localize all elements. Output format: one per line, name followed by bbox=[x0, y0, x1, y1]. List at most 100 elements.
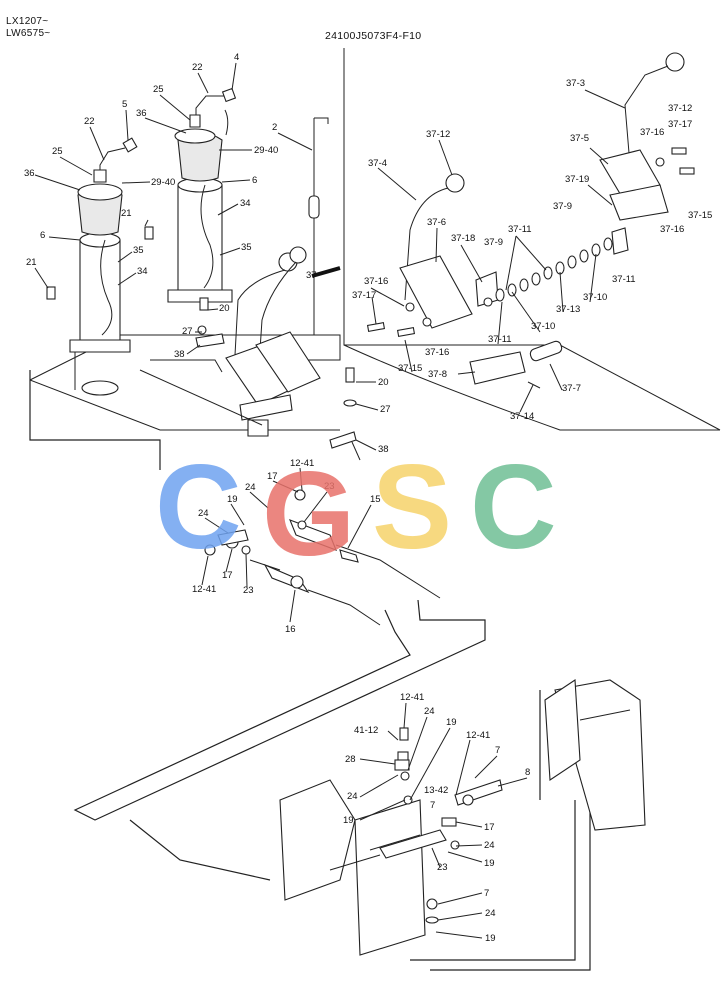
plates-bolts bbox=[139, 325, 357, 449]
watermark-letter-1: C bbox=[155, 440, 242, 574]
callout-24a: 24 bbox=[245, 482, 256, 493]
callout-19a: 19 bbox=[227, 494, 238, 505]
pedal-assembly-37 bbox=[225, 246, 341, 437]
callout-34b: 34 bbox=[137, 266, 148, 277]
callout-37-19: 37-19 bbox=[565, 174, 589, 185]
callout-37-16b: 37-16 bbox=[660, 224, 684, 235]
callout-19c: 19 bbox=[343, 815, 354, 826]
callout-37-7: 37-7 bbox=[562, 383, 581, 394]
callout-37-16a: 37-16 bbox=[640, 127, 664, 138]
model-line-1: LX1207~ bbox=[6, 16, 49, 27]
callout-6b: 6 bbox=[40, 230, 45, 241]
callout-37-16c: 37-16 bbox=[364, 276, 388, 287]
callout-24d: 24 bbox=[347, 791, 358, 802]
inset-37-details bbox=[366, 52, 695, 389]
callout-37-16d: 37-16 bbox=[425, 347, 449, 358]
callout-37-11b: 37-11 bbox=[612, 274, 636, 285]
watermark-letter-2: G bbox=[262, 447, 355, 581]
callout-25b: 25 bbox=[52, 146, 63, 157]
callout-29-40b: 29-40 bbox=[151, 177, 175, 188]
callout-37-17a: 37-17 bbox=[668, 119, 692, 130]
leader-lines bbox=[34, 62, 626, 939]
callout-34a: 34 bbox=[240, 198, 251, 209]
callout-37-15b: 37-15 bbox=[398, 363, 422, 374]
callout-24c: 24 bbox=[424, 706, 435, 717]
lower-valve-assembly bbox=[279, 679, 646, 956]
callout-labels: 4 22 5 25 36 22 25 29-40 36 29-40 6 2 34… bbox=[24, 52, 712, 944]
model-line-2: LW6575~ bbox=[6, 28, 51, 39]
callout-37-9a: 37-9 bbox=[553, 201, 572, 212]
callout-4: 4 bbox=[234, 52, 239, 63]
callout-37-4: 37-4 bbox=[368, 158, 387, 169]
callout-17b: 17 bbox=[222, 570, 233, 581]
callout-19b: 19 bbox=[446, 717, 457, 728]
callout-37-12a: 37-12 bbox=[668, 103, 692, 114]
callout-27a: 27 bbox=[182, 326, 193, 337]
callout-37-11a: 37-11 bbox=[508, 224, 532, 235]
washer-stack bbox=[495, 237, 613, 302]
callout-6a: 6 bbox=[252, 175, 257, 186]
callout-12-41c: 12-41 bbox=[400, 692, 424, 703]
callout-25a: 25 bbox=[153, 84, 164, 95]
callout-12-41a: 12-41 bbox=[290, 458, 314, 469]
right-column-assembly bbox=[167, 87, 237, 311]
callout-27b: 27 bbox=[380, 404, 391, 415]
watermark: C G S C bbox=[155, 440, 557, 581]
callout-37-5: 37-5 bbox=[570, 133, 589, 144]
callout-36b: 36 bbox=[24, 168, 35, 179]
callout-23b: 23 bbox=[243, 585, 254, 596]
callout-24e: 24 bbox=[484, 840, 495, 851]
callout-37-18: 37-18 bbox=[451, 233, 475, 244]
callout-16: 16 bbox=[285, 624, 296, 635]
callout-37-13: 37-13 bbox=[556, 304, 580, 315]
callout-17a: 17 bbox=[267, 471, 278, 482]
callout-29-40a: 29-40 bbox=[254, 145, 278, 156]
callout-37-9b: 37-9 bbox=[484, 237, 503, 248]
callout-5: 5 bbox=[122, 99, 127, 110]
callout-7b: 7 bbox=[430, 800, 435, 811]
callout-35b: 35 bbox=[133, 245, 144, 256]
callout-28: 28 bbox=[345, 754, 356, 765]
watermark-letter-4: C bbox=[470, 440, 557, 574]
callout-37-17b: 37-17 bbox=[352, 290, 376, 301]
left-column-assembly bbox=[46, 137, 154, 390]
callout-38a: 38 bbox=[174, 349, 185, 360]
callout-17c: 17 bbox=[484, 822, 495, 833]
callout-37-14: 37-14 bbox=[510, 411, 534, 422]
callout-36a: 36 bbox=[136, 108, 147, 119]
callout-37-12b: 37-12 bbox=[426, 129, 450, 140]
callout-41-12: 41-12 bbox=[354, 725, 378, 736]
callout-20b: 20 bbox=[378, 377, 389, 388]
callout-21a: 21 bbox=[121, 208, 132, 219]
callout-8: 8 bbox=[525, 767, 530, 778]
control-cables bbox=[204, 489, 441, 626]
callout-12-41d: 12-41 bbox=[466, 730, 490, 741]
callout-13-42: 13-42 bbox=[424, 785, 448, 796]
callout-37-8: 37-8 bbox=[428, 369, 447, 380]
callout-37-10b: 37-10 bbox=[531, 321, 555, 332]
callout-37: 37 bbox=[306, 270, 317, 281]
callout-20a: 20 bbox=[219, 303, 230, 314]
callout-35a: 35 bbox=[241, 242, 252, 253]
callout-12-41b: 12-41 bbox=[192, 584, 216, 595]
callout-2: 2 bbox=[272, 122, 277, 133]
callout-37-6: 37-6 bbox=[427, 217, 446, 228]
callout-38b: 38 bbox=[378, 444, 389, 455]
callout-15: 15 bbox=[370, 494, 381, 505]
callout-24b: 24 bbox=[198, 508, 209, 519]
callout-19e: 19 bbox=[485, 933, 496, 944]
callout-37-15a: 37-15 bbox=[688, 210, 712, 221]
callout-22b: 22 bbox=[84, 116, 95, 127]
callout-37-11c: 37-11 bbox=[488, 334, 512, 345]
callout-19d: 19 bbox=[484, 858, 495, 869]
callout-22a: 22 bbox=[192, 62, 203, 73]
callout-37-3: 37-3 bbox=[566, 78, 585, 89]
drawing-code: 24100J5073F4-F10 bbox=[325, 30, 422, 42]
callout-23c: 23 bbox=[437, 862, 448, 873]
callout-21b: 21 bbox=[26, 257, 37, 268]
rod-2 bbox=[308, 117, 329, 335]
callout-7a: 7 bbox=[495, 745, 500, 756]
callout-37-10a: 37-10 bbox=[583, 292, 607, 303]
callout-7c: 7 bbox=[484, 888, 489, 899]
